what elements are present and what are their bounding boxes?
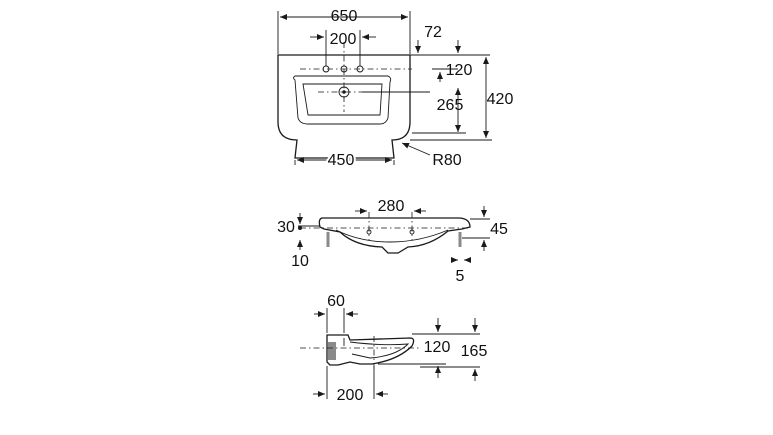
- dim-side-height: 45: [490, 221, 508, 238]
- dim-drain-depth: 265: [437, 97, 464, 114]
- dim-front-width: 450: [328, 152, 355, 169]
- hole-left-icon: [366, 229, 372, 235]
- back-flange: [328, 342, 336, 360]
- dim-depth-overall: 420: [487, 91, 514, 108]
- dim-back-width: 60: [327, 293, 345, 310]
- dim-tap-depth: 120: [446, 62, 473, 79]
- hole-right-icon: [409, 229, 415, 235]
- dim-rim-offset: 72: [424, 24, 442, 41]
- bowl-inner-ring: [302, 83, 383, 116]
- leader-r80: [401, 142, 431, 156]
- basin-side-inner: [349, 341, 410, 359]
- dim-base-thickness: 10: [291, 253, 309, 270]
- dim-width-overall: 650: [331, 8, 358, 25]
- dim-tap-height: 120: [424, 339, 451, 356]
- bowl-inner: [293, 75, 392, 125]
- front-view: 280 30 10 45 5: [277, 198, 508, 285]
- dim-tap-spacing: 200: [330, 31, 357, 48]
- basin-outline: [277, 54, 411, 159]
- dim-edge-offset: 5: [456, 268, 465, 285]
- dim-point-30: [298, 226, 302, 230]
- basin-front-inner: [335, 229, 449, 243]
- side-view: 60 120 165 200: [300, 293, 487, 404]
- basin-front-profile: [318, 217, 471, 254]
- dim-bowl-height: 165: [461, 343, 488, 360]
- dim-corner-radius: R80: [432, 152, 461, 169]
- dim-rim-height: 30: [277, 219, 295, 236]
- top-view: 650 200 72 120 265 420 450 R80: [277, 8, 514, 171]
- dim-waste-offset: 200: [337, 387, 364, 404]
- dim-hole-spacing: 280: [378, 198, 405, 215]
